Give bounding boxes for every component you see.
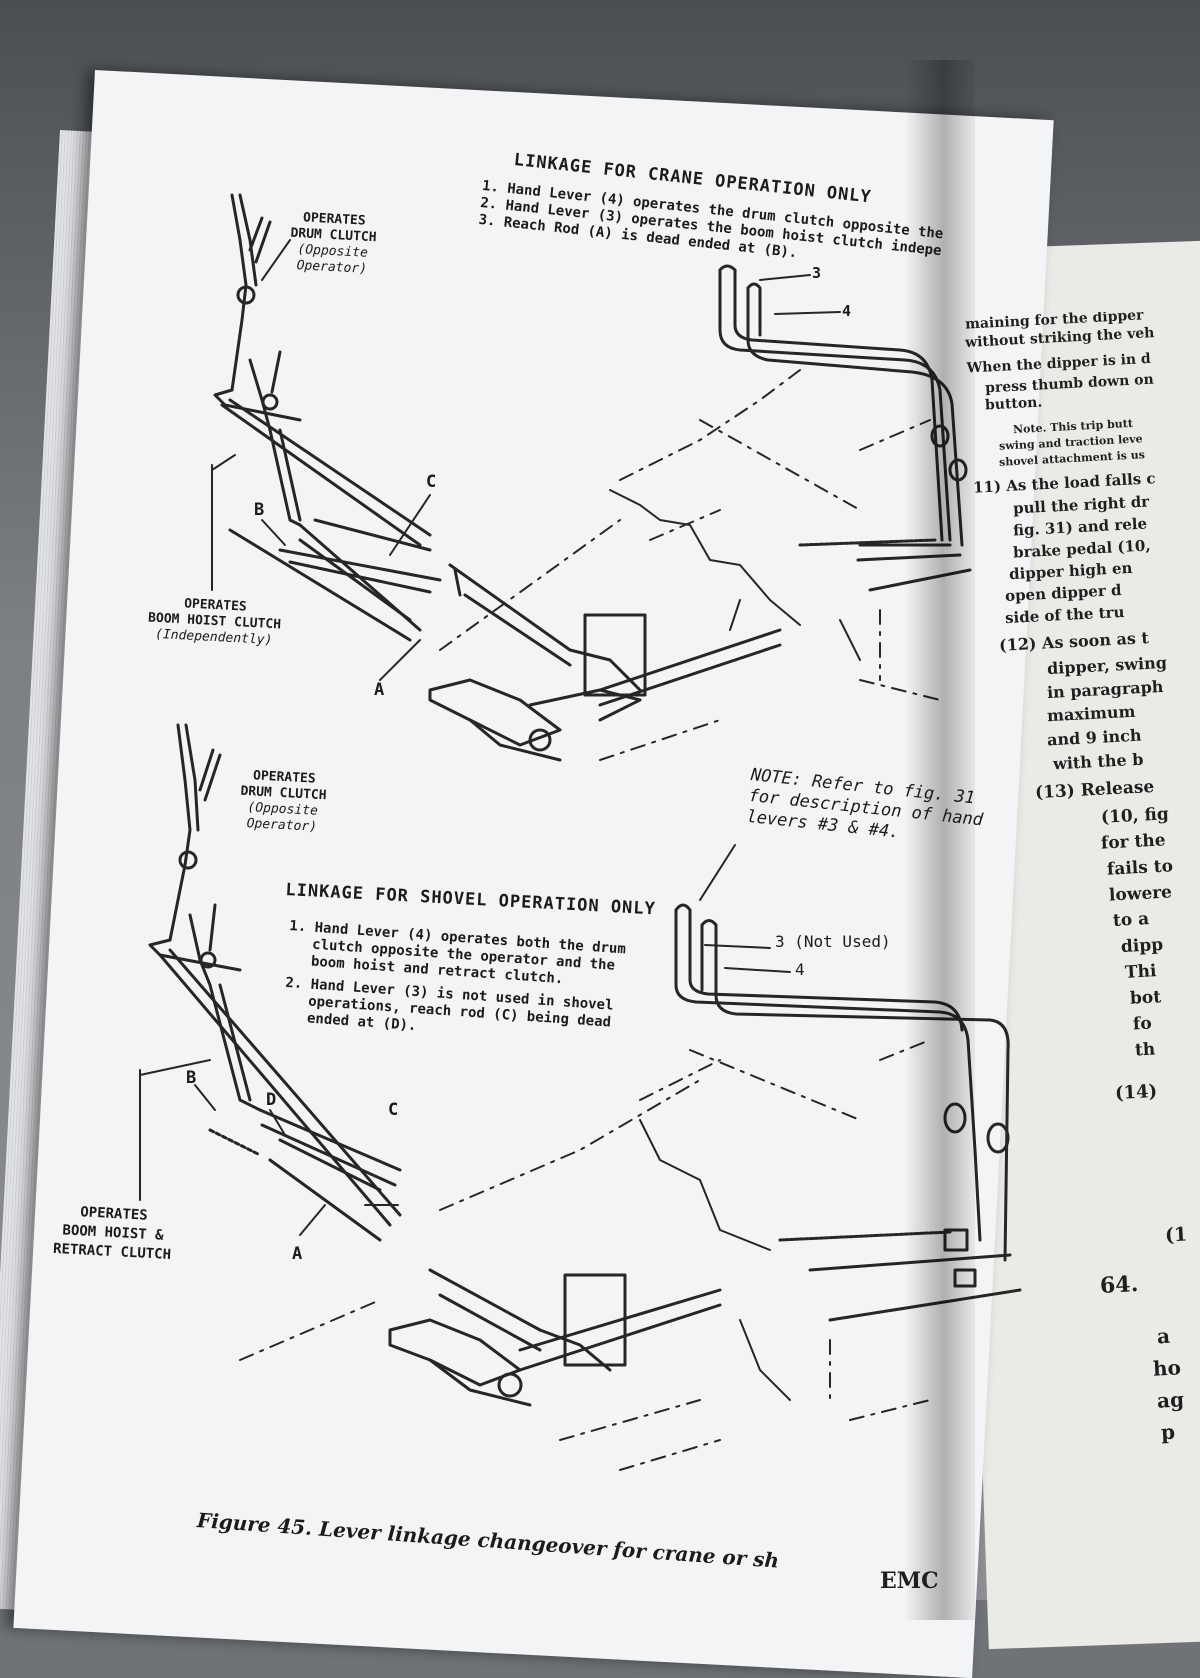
crane-label-a: A bbox=[374, 680, 385, 700]
page-footer: EMC bbox=[880, 1568, 939, 1594]
right-page-line: and 9 inch bbox=[1046, 725, 1142, 750]
right-page-line: side of the tru bbox=[1004, 602, 1125, 628]
shovel-label-lever-3: 3 (Not Used) bbox=[775, 932, 891, 951]
shovel-rods bbox=[208, 1128, 382, 1242]
right-page-line: (14) bbox=[1114, 1080, 1158, 1105]
right-page-line: button. bbox=[984, 394, 1043, 414]
crane-drum-clutch-label: OPERATES DRUM CLUTCH (Opposite Operator) bbox=[288, 210, 377, 278]
right-page-line: in paragraph bbox=[1046, 676, 1164, 703]
right-page-line: ho bbox=[1152, 1355, 1182, 1381]
right-page-line: (13) Release bbox=[1034, 776, 1155, 804]
right-page-line: Thi bbox=[1124, 961, 1157, 983]
right-page-line: brake pedal (10, bbox=[1012, 536, 1152, 562]
shovel-label-d: D bbox=[266, 1090, 277, 1110]
shovel-boom-lever bbox=[188, 903, 402, 1187]
shovel-label-c: C bbox=[388, 1100, 399, 1120]
crane-mechanism bbox=[428, 563, 782, 762]
right-page-line: ag bbox=[1156, 1387, 1185, 1413]
crane-label-lever-4: 4 bbox=[842, 302, 852, 320]
right-page-line: pull the right dr bbox=[1012, 492, 1150, 518]
crane-hand-levers bbox=[718, 264, 972, 592]
linkage-drawing bbox=[139, 193, 1022, 1471]
right-page-line: with the b bbox=[1052, 749, 1144, 774]
right-page-line: bot bbox=[1129, 987, 1162, 1009]
right-page-line: (12) As soon as t bbox=[998, 628, 1150, 655]
right-page-line: dipper high en bbox=[1008, 558, 1133, 584]
shovel-mechanism bbox=[388, 1268, 722, 1407]
crane-boom-lever bbox=[248, 350, 422, 632]
right-page-line: for the bbox=[1100, 830, 1167, 854]
right-page-line: lowere bbox=[1108, 882, 1173, 906]
crane-label-c: C bbox=[426, 472, 437, 492]
right-page-line: (10, fig bbox=[1100, 804, 1170, 828]
right-page-line: a bbox=[1156, 1323, 1171, 1349]
right-page-line: fails to bbox=[1106, 856, 1174, 880]
shovel-label-b: B bbox=[186, 1068, 197, 1088]
right-page-line: to a bbox=[1112, 909, 1150, 931]
shovel-label-lever-4: 4 bbox=[795, 960, 805, 979]
right-page-line: 64. bbox=[1099, 1271, 1139, 1299]
shovel-boom-clutch-label: OPERATES BOOM HOIST & RETRACT CLUTCH bbox=[53, 1202, 174, 1265]
right-page-line: open dipper d bbox=[1004, 580, 1122, 606]
right-page-line: (1 bbox=[1164, 1223, 1188, 1247]
book-gutter-shadow bbox=[905, 60, 975, 1620]
crane-boom-clutch-label: OPERATES BOOM HOIST CLUTCH (Independentl… bbox=[147, 595, 282, 650]
shovel-label-a: A bbox=[292, 1244, 303, 1264]
right-page-line: dipper, swing bbox=[1046, 652, 1168, 679]
right-page-line: press thumb down on bbox=[984, 371, 1155, 397]
shovel-drum-clutch-label: OPERATES DRUM CLUTCH (Opposite Operator) bbox=[238, 768, 327, 836]
right-page-line: maximum bbox=[1046, 701, 1136, 726]
right-page-line: dipp bbox=[1120, 934, 1164, 958]
crane-label-lever-3: 3 bbox=[812, 264, 822, 282]
crane-drum-lever bbox=[213, 193, 432, 547]
right-page-line: th bbox=[1134, 1039, 1156, 1061]
right-page-line: p bbox=[1160, 1419, 1176, 1445]
right-page-line: fig. 31) and rele bbox=[1012, 514, 1148, 540]
right-page-line: fo bbox=[1132, 1013, 1153, 1035]
shovel-hand-levers bbox=[674, 903, 1022, 1322]
crane-rods bbox=[228, 518, 442, 642]
crane-label-b: B bbox=[254, 500, 265, 520]
